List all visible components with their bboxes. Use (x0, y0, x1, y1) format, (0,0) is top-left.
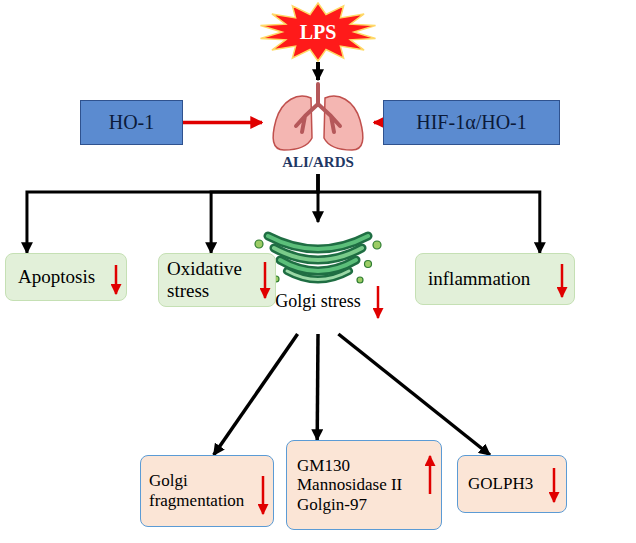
golgi-cisterna (287, 271, 349, 280)
right-lung (324, 96, 363, 150)
connector-arrow (214, 334, 298, 455)
node-label: Apoptosis (18, 266, 100, 288)
outcome-box: Apoptosis (5, 253, 127, 301)
treatment-box: HO-1 (80, 100, 183, 145)
outcome-box: Oxidative stress (158, 253, 276, 307)
connector-arrow (318, 174, 540, 253)
node-label: Oxidative stress (167, 258, 249, 302)
marker-box: GM130Mannosidase IIGolgin-97 (286, 440, 442, 530)
decrease-arrow (377, 286, 380, 318)
node-label: HO-1 (89, 111, 174, 134)
decrease-arrow (262, 476, 265, 514)
stimulus-label: LPS (262, 21, 374, 44)
marker-box: Golgi fragmentation (140, 455, 274, 527)
connector-arrow (183, 121, 262, 125)
burst-shape (261, 3, 376, 61)
increase-arrow (429, 456, 432, 494)
connector-arrow (338, 334, 490, 455)
connector-arrow (27, 174, 318, 253)
golgi-cisterna (274, 248, 362, 260)
treatment-box: HIF-1α/HO-1 (383, 100, 560, 145)
decrease-arrow (115, 265, 118, 294)
golgi-node: Golgi stress (250, 222, 386, 334)
golgi-cisterna (287, 271, 349, 280)
disease-node: ALI/ARDS (262, 80, 374, 174)
golgi-vesicle (373, 241, 381, 249)
node-label: HIF-1α/HO-1 (392, 111, 551, 134)
trachea-bronchi (296, 84, 340, 132)
golgi-cisterna (268, 236, 368, 249)
node-label: Golgi stress (252, 291, 384, 312)
left-lung (273, 96, 312, 150)
connector-arrow (315, 334, 319, 440)
golgi-cisterna (268, 236, 368, 249)
node-label: ALI/ARDS (264, 154, 372, 171)
node-label: GOLPH3 (468, 474, 540, 494)
node-label: Mannosidase II (297, 475, 415, 495)
marker-box: GOLPH3 (457, 455, 567, 513)
node-label: inflammation (428, 268, 548, 290)
outcome-box: inflammation (415, 253, 575, 305)
connector-arrow (211, 174, 318, 253)
golgi-vesicle (357, 277, 363, 283)
stimulus-burst: LPS (258, 2, 378, 62)
golgi-vesicle (365, 261, 372, 268)
node-label: Golgi fragmentation (149, 471, 249, 510)
golgi-vesicle (255, 240, 263, 248)
decrease-arrow (553, 468, 556, 502)
decrease-arrow (264, 262, 267, 298)
connector-arrow (316, 62, 320, 80)
golgi-cisterna (274, 248, 362, 260)
connector-arrow (374, 121, 383, 125)
decrease-arrow (561, 264, 564, 297)
node-label: GM130 (297, 456, 415, 476)
node-label: Golgin-97 (297, 495, 415, 515)
